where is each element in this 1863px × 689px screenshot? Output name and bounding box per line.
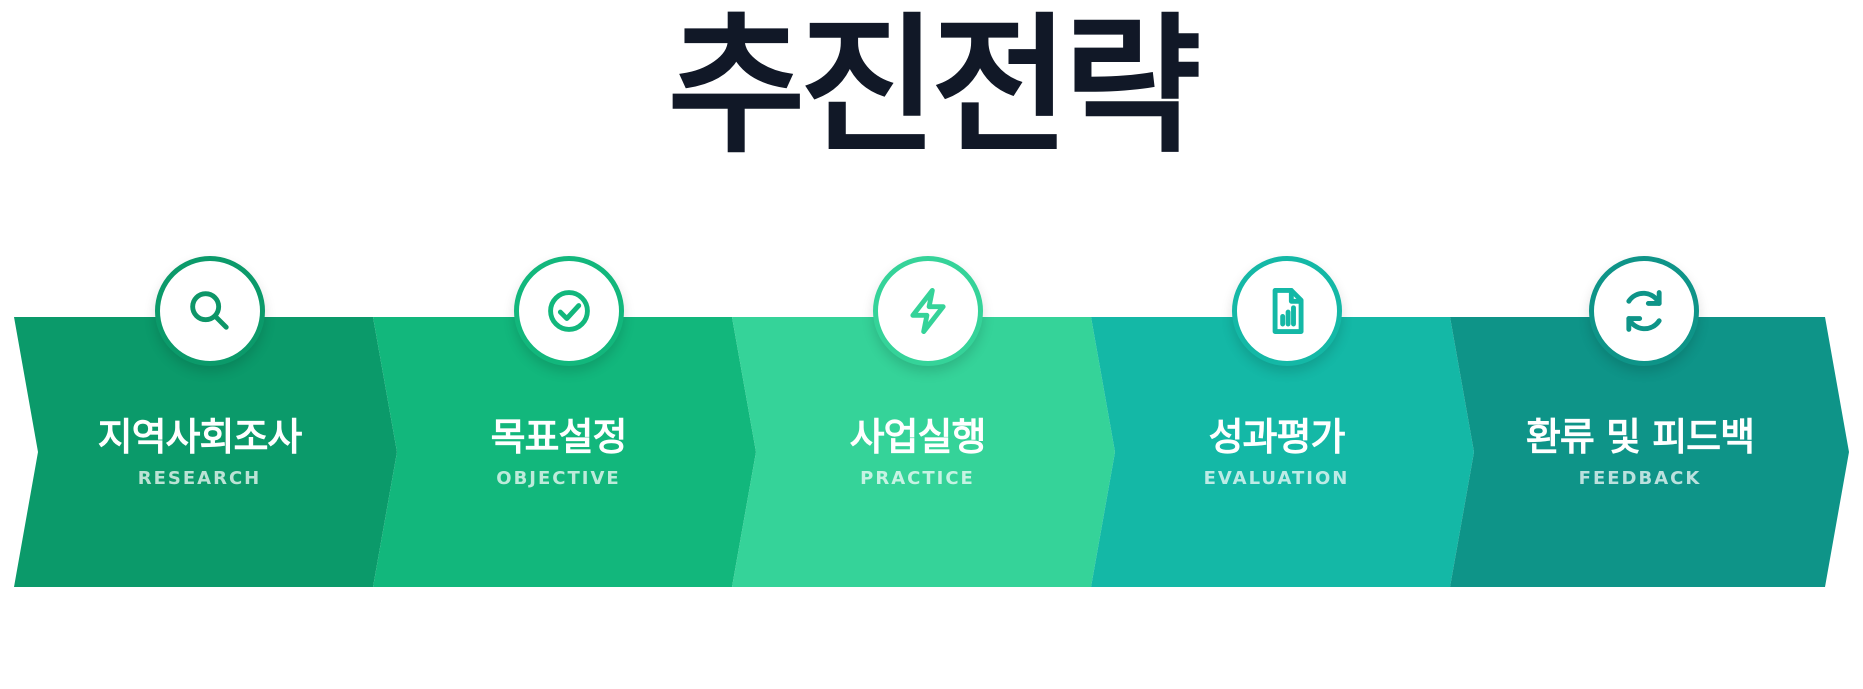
lightning-icon-circle xyxy=(873,256,983,366)
stage-evaluation: 성과평가 EVALUATION xyxy=(1091,255,1474,587)
stage-title-evaluation: 성과평가 xyxy=(1208,415,1346,459)
stage-feedback: 환류 및 피드백 FEEDBACK xyxy=(1450,255,1849,587)
stage-subtitle-feedback: FEEDBACK xyxy=(1578,468,1702,489)
stage-subtitle-practice: PRACTICE xyxy=(860,468,975,489)
stage-title-feedback: 환류 및 피드백 xyxy=(1525,415,1755,459)
refresh-icon xyxy=(1626,290,1662,332)
stage-title-practice: 사업실행 xyxy=(849,415,987,459)
stage-subtitle-objective: OBJECTIVE xyxy=(496,468,621,489)
stage-title-research: 지역사회조사 xyxy=(97,415,303,459)
page-title: 추진전략 xyxy=(667,0,1201,174)
stage-research: 지역사회조사 RESEARCH xyxy=(14,255,397,587)
stage-subtitle-evaluation: EVALUATION xyxy=(1203,468,1350,489)
search-icon-circle xyxy=(155,256,265,366)
lightning-icon xyxy=(910,287,946,335)
search-icon xyxy=(190,291,229,330)
stage-practice: 사업실행 PRACTICE xyxy=(732,255,1115,587)
report-document-icon xyxy=(1272,287,1304,335)
refresh-icon-circle xyxy=(1589,256,1699,366)
report-document-icon-circle xyxy=(1232,256,1342,366)
check-circle-icon xyxy=(548,290,590,332)
check-circle-icon-circle xyxy=(514,256,624,366)
stage-objective: 목표설정 OBJECTIVE xyxy=(373,255,756,587)
stage-title-objective: 목표설정 xyxy=(490,415,628,459)
stage-subtitle-research: RESEARCH xyxy=(137,468,262,489)
strategy-process: 지역사회조사 RESEARCH 목표설정 OBJECTIVE 사업실행 PRAC… xyxy=(14,255,1849,587)
